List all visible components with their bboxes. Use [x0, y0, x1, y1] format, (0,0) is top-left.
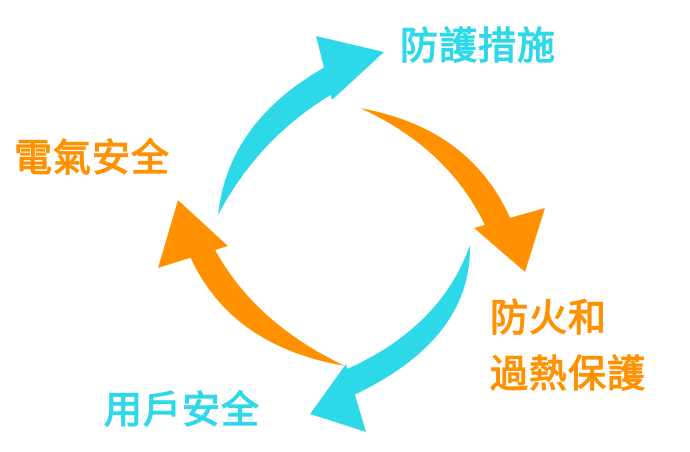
label-user-safety: 用戶安全 [104, 388, 261, 432]
arrow-electrical-to-protection [218, 36, 384, 215]
label-electrical-safety: 電氣安全 [14, 136, 171, 180]
arrow-fire-to-user [310, 245, 471, 432]
label-fire-overheat-line2: 過熱保護 [490, 352, 647, 396]
arrow-protection-to-fire [360, 108, 545, 272]
label-fire-overheat-line1: 防火和 [490, 296, 608, 340]
label-protection: 防護措施 [400, 24, 557, 68]
arrow-user-to-electrical [158, 200, 345, 366]
